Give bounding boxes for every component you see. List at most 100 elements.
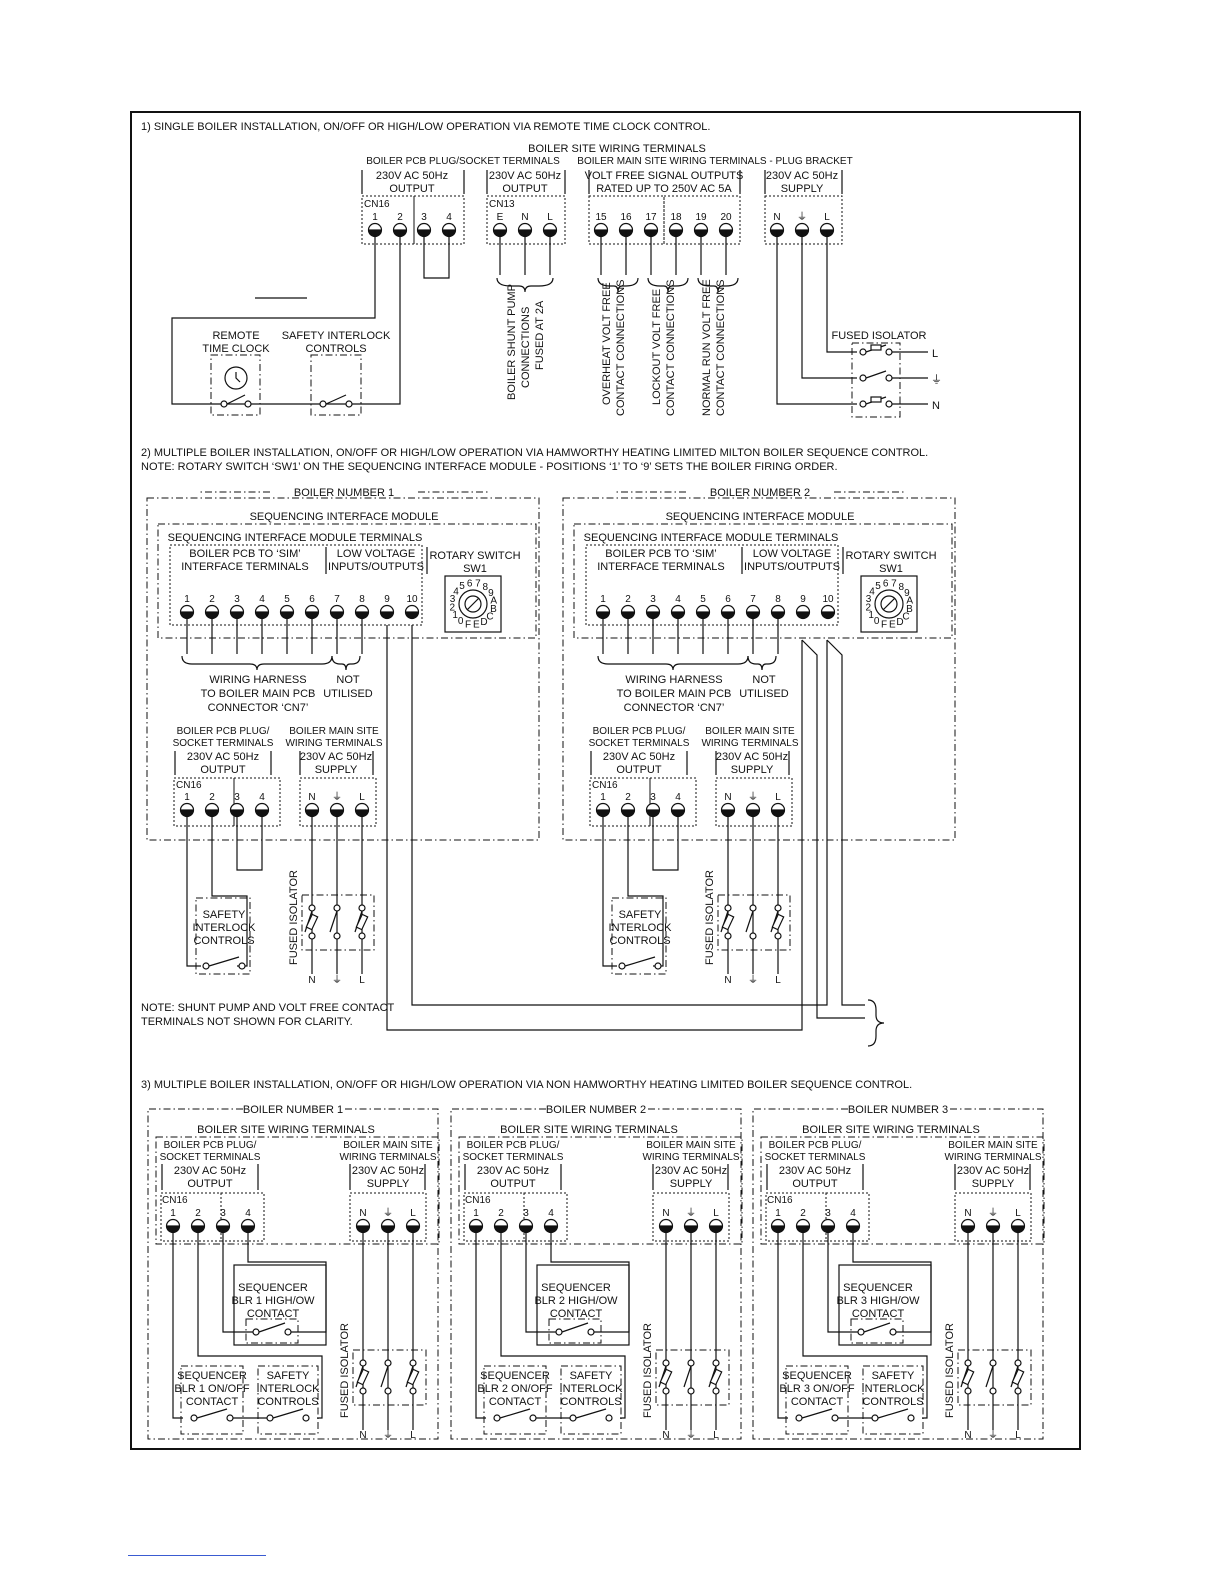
s2-safety-label-2: INTERLOCK — [609, 922, 673, 934]
s2-sim-title: SEQUENCING INTERFACE MODULE — [666, 511, 855, 523]
s3-supply-terminal — [658, 1218, 674, 1234]
s3-onoff-label-1: SEQUENCER — [177, 1370, 247, 1382]
s2-cn16-terminal — [229, 802, 245, 818]
s2-cn16-terminal — [254, 802, 270, 818]
rotary-mark: 9 — [904, 588, 910, 599]
s3-boiler-title: BOILER NUMBER 3 — [848, 1104, 948, 1116]
s2-boiler-title: BOILER NUMBER 1 — [294, 487, 394, 499]
s3-cn16-terminal — [240, 1218, 256, 1234]
s1-safety-controls-label: CONTROLS — [305, 343, 366, 355]
s3-supply-terminal — [1010, 1218, 1026, 1234]
s3-highlow-label-2: BLR 3 HIGH/OW — [836, 1295, 920, 1307]
rotary-mark: F — [881, 619, 887, 630]
s2-heading: 2) MULTIPLE BOILER INSTALLATION, ON/OFF … — [141, 447, 928, 459]
s3-highlow-contact — [857, 1322, 897, 1336]
s3-supply-label: SUPPLY — [367, 1178, 410, 1190]
s3-highlow-label-3: CONTACT — [247, 1308, 300, 1320]
s1-site-terminals-title: BOILER SITE WIRING TERMINALS — [528, 143, 706, 155]
s2-pcb-label-2: INTERFACE TERMINALS — [181, 561, 309, 573]
s2-iso-label-n: N — [724, 975, 731, 986]
s3-supply-terminal-label: L — [713, 1208, 719, 1219]
iso-fuse — [870, 344, 882, 351]
s1-vf-num: 17 — [645, 212, 657, 223]
s2-sim-num: 9 — [800, 594, 806, 605]
iso-contact — [859, 374, 867, 382]
footer-link-underline — [128, 1555, 266, 1556]
s2-pcb-label: BOILER PCB TO ‘SIM’ — [605, 548, 716, 560]
s1-iso-label-l: L — [932, 348, 938, 360]
s1-main-terminals-title: BOILER MAIN SITE WIRING TERMINALS - PLUG… — [577, 156, 852, 167]
s1-remote-label: REMOTE — [212, 330, 259, 342]
s3-iso-label-l: L — [410, 1430, 416, 1441]
s2-output-label: OUTPUT — [200, 764, 246, 776]
s1-vf-num: 18 — [670, 212, 682, 223]
s2-sim-num: 8 — [775, 594, 781, 605]
s3-highlow-label-3: CONTACT — [852, 1308, 905, 1320]
s3-supply-terminal-label: ⏚ — [686, 1207, 696, 1219]
s2-safety-label-3: CONTROLS — [609, 935, 670, 947]
s3-pcb-plug-label-2: SOCKET TERMINALS — [160, 1152, 261, 1163]
s3-iso-label-e: ⏚ — [383, 1429, 393, 1441]
s1-overheat-label-1: OVERHEAT VOLT FREE — [601, 282, 613, 405]
s2-sim-num: 1 — [184, 594, 190, 605]
s3-cn16-terminal — [518, 1218, 534, 1234]
s3-cn16-num: 4 — [548, 1208, 554, 1219]
s2-harness-label-3: CONNECTOR ‘CN7’ — [624, 702, 725, 714]
s3-safety-label-1: SAFETY — [570, 1370, 613, 1382]
s1-voltfree-rating: RATED UP TO 250V AC 5A — [596, 183, 732, 195]
s3-iso-e — [683, 1359, 695, 1395]
s2-rotary-sw1: SW1 — [463, 563, 487, 575]
s3-pcb-plug-label-2: SOCKET TERMINALS — [765, 1152, 866, 1163]
s3-supply-terminal-label: N — [662, 1208, 669, 1219]
s3-onoff-label-2: BLR 3 ON/OFF — [779, 1383, 854, 1395]
s2-iso-label-l: L — [775, 975, 781, 986]
s2-iso-e — [329, 904, 341, 940]
s2-supply-voltage: 230V AC 50Hz — [716, 751, 788, 763]
s3-onoff-contact — [493, 1408, 537, 1422]
s3-safety-contact — [569, 1408, 613, 1422]
s2-supply-terminal — [720, 802, 736, 818]
s3-highlow-label-2: BLR 2 HIGH/OW — [534, 1295, 618, 1307]
s3-iso-label-n: N — [964, 1430, 971, 1441]
s3-main-site-label: BOILER MAIN SITE — [948, 1140, 1038, 1151]
rotary-mark: 6 — [883, 578, 889, 589]
s3-iso-label-l: L — [713, 1430, 719, 1441]
s3-safety-label-1: SAFETY — [872, 1370, 915, 1382]
s2-sim-terminal — [404, 604, 420, 620]
s1-cn13-label: E — [497, 212, 504, 223]
section-2: 2) MULTIPLE BOILER INSTALLATION, ON/OFF … — [141, 447, 956, 1047]
s2-iso-label-e: ⏚ — [332, 974, 342, 986]
s2-safety-label: SAFETY — [619, 909, 662, 921]
rotary-mark: 2 — [865, 602, 871, 613]
s2-pcb-plug-label: BOILER PCB PLUG/ — [593, 726, 686, 737]
s3-cn16-num: 1 — [170, 1208, 176, 1219]
s1-pump-label-1: BOILER SHUNT PUMP — [506, 284, 518, 400]
s3-cn16-num: 3 — [523, 1208, 529, 1219]
s2-sim-terminal — [179, 604, 195, 620]
s2-output-voltage: 230V AC 50Hz — [603, 751, 675, 763]
s3-cn16-num: 2 — [498, 1208, 504, 1219]
s2-supply-terminal-label: N — [724, 792, 731, 803]
s3-cn16-num: 3 — [825, 1208, 831, 1219]
s1-cn13-label: L — [547, 212, 553, 223]
s3-output-voltage: 230V AC 50Hz — [477, 1165, 549, 1177]
s2-sim-num: 6 — [309, 594, 315, 605]
s2-supply-terminal-label: ⏚ — [748, 791, 758, 803]
s3-cn16-terminal — [820, 1218, 836, 1234]
s2-sim-num: 10 — [822, 594, 834, 605]
s2-cn16-terminal — [595, 802, 611, 818]
s2-sim-terminal — [720, 604, 736, 620]
iso-contact — [885, 348, 893, 356]
rotary-mark: D — [480, 617, 487, 628]
section-1: 1) SINGLE BOILER INSTALLATION, ON/OFF OR… — [141, 121, 942, 418]
s2-sim-terminal — [645, 604, 661, 620]
s3-onoff-label-3: CONTACT — [489, 1396, 542, 1408]
s2-iso-label-e: ⏚ — [748, 974, 758, 986]
s2-note: NOTE: ROTARY SWITCH ‘SW1’ ON THE SEQUENC… — [141, 461, 838, 473]
s1-cn16-num: 3 — [421, 212, 427, 223]
s3-safety-contact — [871, 1408, 915, 1422]
s3-site-terminals: BOILER SITE WIRING TERMINALS — [802, 1124, 980, 1136]
